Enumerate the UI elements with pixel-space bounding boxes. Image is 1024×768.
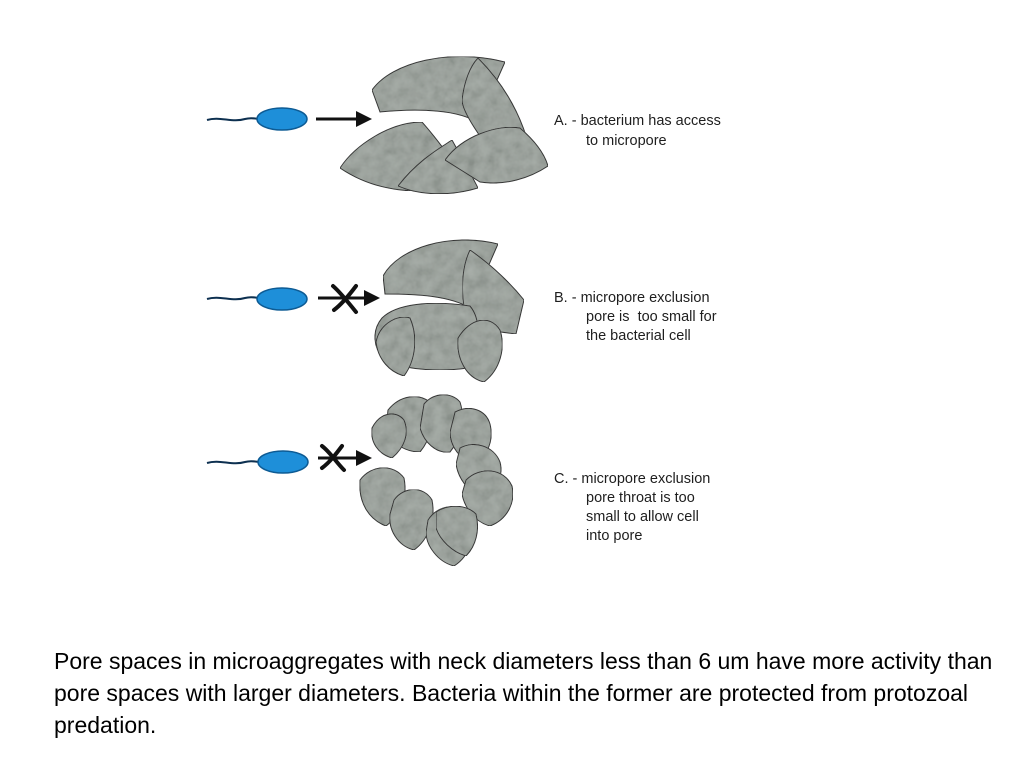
blocked-arrow-c	[318, 444, 372, 472]
label-c-line-1: C. - micropore exclusion	[554, 471, 710, 487]
cross-mark	[320, 444, 346, 472]
bacterium-cell	[256, 107, 308, 131]
flagellum	[206, 460, 261, 465]
label-c-line-2: pore throat is too	[586, 490, 695, 506]
label-a-line-2: to micropore	[586, 133, 667, 149]
label-b-line-1: B. - micropore exclusion	[554, 290, 710, 306]
pore-exclusion-diagram: A. - bacterium has access to micropore B	[206, 56, 721, 567]
flagellum	[206, 296, 261, 301]
caption: Pore spaces in microaggregates with neck…	[54, 648, 993, 738]
bacterium-a	[206, 107, 308, 131]
flagellum	[206, 117, 261, 122]
cross-mark	[331, 284, 358, 314]
aggregate-c	[359, 394, 514, 567]
aggregate-a	[339, 56, 549, 195]
blocked-arrow-b	[318, 284, 380, 314]
label-b-line-2: pore is too small for	[586, 309, 717, 325]
label-c-line-4: into pore	[586, 528, 642, 544]
bacterium-cell	[256, 287, 308, 311]
panel-c: C. - micropore exclusion pore throat is …	[206, 394, 710, 567]
label-a-line-1: A. - bacterium has access	[554, 113, 721, 129]
arrow-a	[316, 111, 372, 127]
label-b-line-3: the bacterial cell	[586, 328, 691, 344]
panel-b: B. - micropore exclusion pore is too sma…	[206, 239, 717, 383]
panel-a: A. - bacterium has access to micropore	[206, 56, 721, 195]
aggregate-b	[374, 239, 525, 383]
bacterium-cell	[257, 450, 309, 474]
bacterium-c	[206, 450, 309, 474]
bacterium-b	[206, 287, 308, 311]
label-c-line-3: small to allow cell	[586, 509, 699, 525]
